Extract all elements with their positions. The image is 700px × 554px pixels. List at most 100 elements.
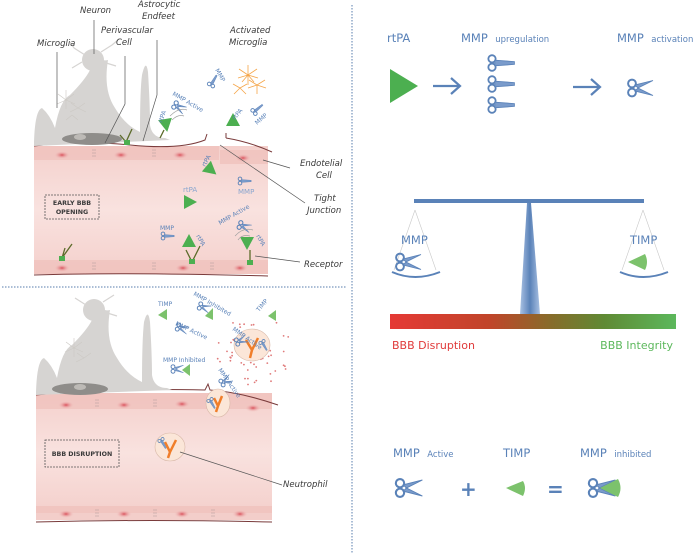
mmp-inhibited-label: MMP Inhibited [163, 357, 205, 364]
microglia-cell [64, 338, 92, 363]
timp-icon [506, 481, 525, 496]
enzyme-dot [229, 359, 232, 362]
enzyme-dot [250, 324, 253, 326]
timp-title: TIMP [502, 446, 530, 460]
enzyme-dot [253, 381, 256, 384]
mmp-label: MMP [160, 225, 174, 232]
mmp-inhibited-scissors [170, 364, 184, 374]
vessel-lumen [36, 393, 272, 513]
perivascular-cell [62, 133, 122, 145]
enzyme-dot [226, 350, 228, 353]
right-pan-timp-label: TIMP [629, 233, 657, 247]
enzyme-dot [239, 326, 242, 328]
vessel-lumen [34, 146, 268, 274]
mmp-active-label: MMP Active [171, 91, 205, 114]
astrocyte-body [36, 302, 172, 395]
early-bbb-opening-line2: OPENING [56, 209, 88, 216]
enzyme-dot [275, 321, 278, 324]
perivascular-label-1: Perivascular [101, 26, 154, 36]
neuron-soma [83, 299, 105, 321]
timp-icon [628, 254, 647, 270]
perivascular-label-2: Cell [116, 38, 133, 48]
mmp-scissors-icon [395, 252, 422, 272]
enzyme-dot [284, 365, 286, 368]
enzyme-dot [287, 336, 290, 338]
mmp-label: MMP [213, 68, 226, 84]
enzyme-dot [252, 323, 255, 326]
enzyme-dot [282, 335, 285, 337]
enzyme-dot [269, 373, 272, 375]
rtpa-triangle-icon [390, 69, 418, 103]
enzyme-dot [267, 355, 270, 358]
mmp-inhibited-title: MMP inhibited [580, 444, 651, 461]
mmp-inhibition-equation-panel: MMP Active TIMP MMP inhibited + = [393, 444, 651, 501]
mmp-timp-balance-panel: MMP TIMP BBB Disruption BBB Integrity [390, 199, 676, 352]
mmp-scissors-icon [487, 96, 516, 114]
endotelial-cell-label-1: Endotelial [300, 159, 343, 169]
endothelial-layer-bottom [34, 260, 268, 274]
endotelial-cell-label-2: Cell [316, 171, 333, 181]
arrow-icon [573, 78, 602, 96]
enzyme-dot [282, 364, 285, 367]
activated-microglia-label-1: Activated [229, 26, 271, 36]
rtpa-title: rtPA [387, 31, 410, 45]
enzyme-dot [243, 363, 245, 366]
right-pan [619, 271, 669, 278]
timp-label: TIMP [255, 298, 270, 314]
enzyme-dot [282, 350, 285, 353]
mmp-active-scissors-icon [627, 78, 654, 98]
mmp-scissors-icon [487, 75, 516, 93]
bbb-disruption-text: BBB DISRUPTION [52, 451, 113, 458]
basement-membrane-bottom [35, 520, 273, 523]
enzyme-dot [216, 357, 219, 360]
enzyme-dot [231, 354, 234, 357]
activated-microglia [232, 65, 267, 95]
left-pan-mmp-label: MMP [401, 233, 428, 247]
tight-junction-label-2: Junction [305, 206, 341, 216]
plus-sign: + [460, 477, 477, 501]
enzyme-dot [266, 362, 269, 364]
enzyme-dot [270, 380, 272, 383]
enzyme-dot [231, 351, 234, 354]
mmp-active-label: MMP Active [174, 320, 208, 341]
rtpa-label: rtPA [231, 107, 245, 121]
enzyme-dot [255, 366, 258, 368]
neuron-label: Neuron [80, 6, 111, 16]
mmp-upregulation-title: MMP upregulation [461, 29, 549, 46]
tight-junction-label-1: Tight [314, 194, 336, 204]
enzyme-dot [274, 370, 277, 372]
enzyme-dot [232, 322, 234, 324]
astrocytic-label-1: Astrocytic [137, 0, 181, 10]
rtpa-mmp-cascade-panel: rtPA MMP upregulation MMP activation [387, 29, 693, 114]
microglia-cell [56, 90, 87, 121]
enzyme-dot [269, 349, 272, 352]
enzyme-dot [270, 354, 272, 357]
neutrophil-cell [154, 432, 186, 462]
enzyme-dot [232, 338, 235, 341]
timp-icon [268, 310, 276, 321]
mmp-active-title: MMP Active [393, 444, 454, 461]
mmp-label: MMP [238, 188, 254, 196]
timp-bound-icon [600, 479, 621, 497]
early-bbb-opening-line1: EARLY BBB [53, 200, 91, 207]
bbb-disruption-panel: TIMP MMP Inhibited TIMP MMP Active MMP I… [35, 291, 328, 523]
bbb-integrity-gradient-bar [390, 314, 676, 329]
left-pan [391, 271, 441, 278]
timp-label: TIMP [157, 301, 173, 308]
enzyme-dot [219, 360, 221, 363]
timp-icon [158, 309, 167, 320]
neutrophil-label: Neutrophil [283, 480, 328, 490]
mmp-scissors-icon [487, 54, 516, 72]
balance-beam [414, 199, 644, 203]
balance-pole [520, 203, 540, 314]
enzyme-dot [247, 383, 249, 386]
equals-sign: = [547, 477, 564, 501]
enzyme-dot [240, 362, 243, 364]
enzyme-dot [230, 341, 232, 344]
enzyme-dot [255, 379, 258, 382]
receptor-label: Receptor [304, 260, 343, 270]
mmp-activation-title: MMP activation [617, 29, 693, 46]
basement-membrane-bottom [33, 273, 269, 277]
early-bbb-opening-box [44, 194, 100, 220]
